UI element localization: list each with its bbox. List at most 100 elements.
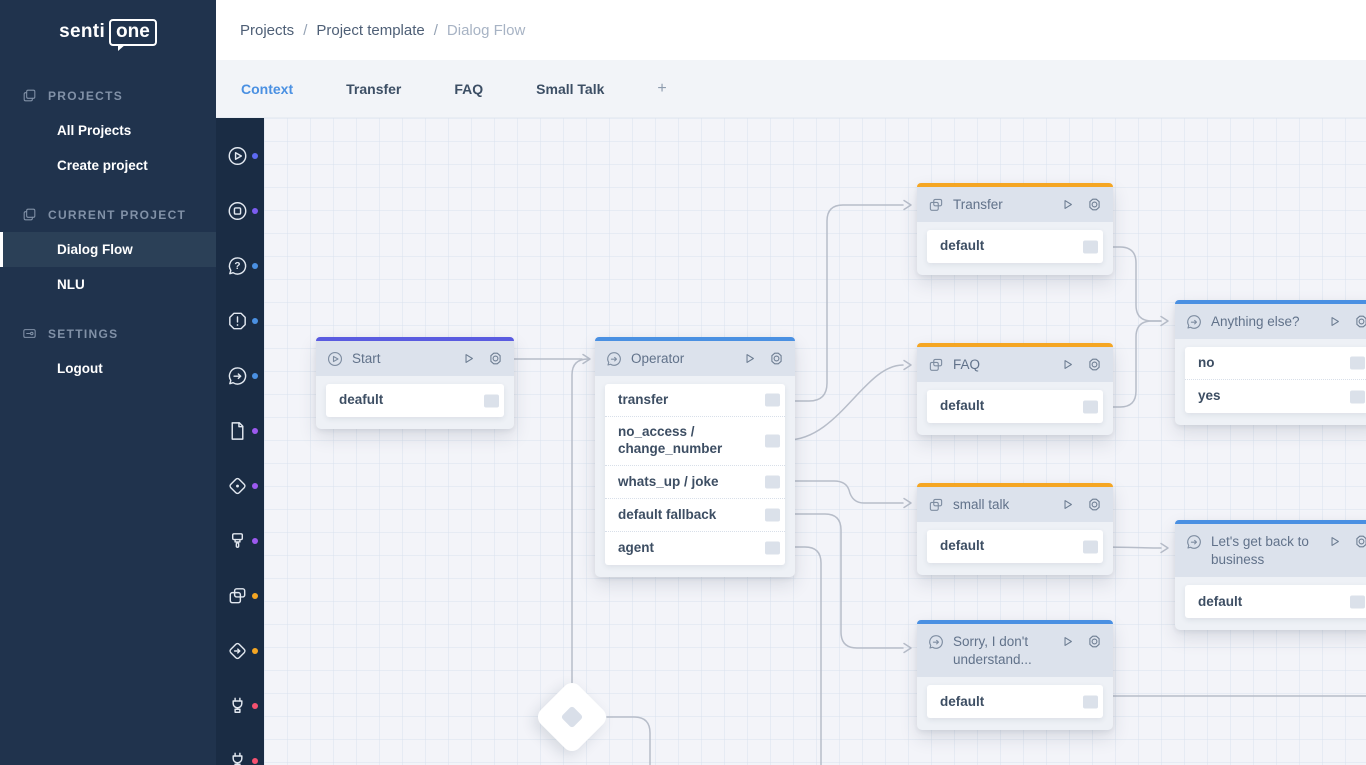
palette-item-plug[interactable]: [216, 678, 264, 733]
breadcrumb-projects[interactable]: Projects: [240, 21, 295, 39]
node-settings-button[interactable]: [1086, 633, 1103, 650]
node-settings-button[interactable]: [1086, 356, 1103, 373]
palette-item-alert-octagon[interactable]: [216, 293, 264, 348]
sidebar-section-settings: SETTINGS Logout: [0, 316, 216, 386]
connector-handle[interactable]: [765, 508, 780, 522]
stop-circle-icon[interactable]: [226, 199, 249, 222]
row-label: default: [940, 693, 985, 709]
projects-icon: [21, 87, 38, 104]
diamond-arrow-icon[interactable]: [226, 639, 249, 662]
node-output-row[interactable]: default: [927, 685, 1103, 718]
node-anything-else[interactable]: Anything else? no yes: [1175, 300, 1366, 426]
sidebar-item-nlu[interactable]: NLU: [57, 277, 85, 292]
run-node-button[interactable]: [460, 350, 477, 367]
node-output-row[interactable]: default: [927, 390, 1103, 423]
tab-faq[interactable]: FAQ: [454, 80, 484, 97]
node-settings-button[interactable]: [487, 350, 504, 367]
palette-item-chat-arrow[interactable]: [216, 348, 264, 403]
sidebar-item-create-project[interactable]: Create project: [57, 158, 148, 173]
connector-handle[interactable]: [484, 394, 499, 408]
run-node-button[interactable]: [1059, 356, 1076, 373]
node-settings-button[interactable]: [768, 350, 785, 367]
node-output-row[interactable]: deafult: [326, 384, 504, 417]
node-operator[interactable]: Operator transfer no_access / change_num…: [595, 337, 795, 577]
paint-brush-icon[interactable]: [226, 529, 249, 552]
palette-item-play-circle[interactable]: [216, 128, 264, 183]
plug-icon[interactable]: [226, 694, 249, 717]
diamond-dot-icon[interactable]: [226, 474, 249, 497]
node-settings-button[interactable]: [1353, 533, 1366, 550]
sidebar-item-all-projects[interactable]: All Projects: [57, 123, 132, 138]
connector-handle[interactable]: [765, 434, 780, 448]
connector-handle[interactable]: [1083, 695, 1098, 709]
stacked-cards-icon: [927, 496, 945, 514]
node-output-row[interactable]: default fallback: [605, 499, 785, 532]
node-faq[interactable]: FAQ default: [917, 343, 1113, 436]
chat-arrow-icon: [927, 633, 945, 651]
node-lets-get-back-to-business[interactable]: Let's get back to business default: [1175, 520, 1366, 631]
add-tab-button[interactable]: +: [657, 79, 667, 97]
palette-item-stop-circle[interactable]: [216, 183, 264, 238]
node-output-row[interactable]: no: [1185, 347, 1366, 381]
node-body: default: [917, 522, 1113, 575]
run-node-button[interactable]: [1059, 633, 1076, 650]
play-circle-icon[interactable]: [226, 144, 249, 167]
palette-item-question-bubble[interactable]: ?: [216, 238, 264, 293]
connector-handle[interactable]: [1350, 390, 1365, 404]
node-settings-button[interactable]: [1086, 196, 1103, 213]
breadcrumb-project-template[interactable]: Project template: [316, 21, 425, 39]
connector-handle[interactable]: [1350, 595, 1365, 609]
node-small-talk[interactable]: small talk default: [917, 483, 1113, 576]
node-output-row[interactable]: default: [927, 230, 1103, 263]
connector-handle[interactable]: [1083, 540, 1098, 554]
run-node-button[interactable]: [1326, 313, 1343, 330]
palette-item-diamond-dot[interactable]: [216, 458, 264, 513]
stacked-cards-icon[interactable]: [226, 584, 249, 607]
sidebar-item-logout[interactable]: Logout: [57, 361, 103, 376]
run-node-button[interactable]: [1059, 496, 1076, 513]
node-output-row[interactable]: transfer: [605, 384, 785, 418]
tab-small-talk[interactable]: Small Talk: [536, 80, 605, 97]
connector-handle[interactable]: [1083, 240, 1098, 254]
flow-canvas[interactable]: Start deafult Operator: [264, 118, 1366, 765]
connector-handle[interactable]: [765, 475, 780, 489]
chat-arrow-icon[interactable]: [226, 364, 249, 387]
connector-handle[interactable]: [1083, 400, 1098, 414]
connector-handle[interactable]: [1350, 356, 1365, 370]
node-output-row[interactable]: whats_up / joke: [605, 466, 785, 499]
row-label: default: [940, 538, 985, 554]
plug-icon[interactable]: [226, 749, 249, 765]
alert-octagon-icon[interactable]: [226, 309, 249, 332]
connector-handle[interactable]: [765, 541, 780, 555]
palette-item-paint-brush[interactable]: [216, 513, 264, 568]
node-output-row[interactable]: no_access / change_number: [605, 417, 785, 466]
row-label: default: [1198, 593, 1243, 609]
tab-transfer[interactable]: Transfer: [346, 80, 402, 97]
question-bubble-icon[interactable]: ?: [226, 254, 249, 277]
node-sorry-i-dont-understand[interactable]: Sorry, I don't understand... default: [917, 620, 1113, 731]
run-node-button[interactable]: [1326, 533, 1343, 550]
node-output-row[interactable]: default: [927, 530, 1103, 563]
settings-icon: [21, 325, 38, 342]
connector-handle[interactable]: [765, 393, 780, 407]
palette-status-dot: [252, 372, 258, 379]
node-settings-button[interactable]: [1086, 496, 1103, 513]
run-node-button[interactable]: [1059, 196, 1076, 213]
palette-item-diamond-arrow[interactable]: [216, 623, 264, 678]
node-output-row[interactable]: default: [1185, 585, 1366, 618]
node-output-row[interactable]: agent: [605, 532, 785, 565]
document-icon[interactable]: [226, 419, 249, 442]
node-title: Anything else?: [1211, 314, 1300, 329]
node-transfer[interactable]: Transfer default: [917, 183, 1113, 276]
node-start[interactable]: Start deafult: [316, 337, 514, 430]
sidebar-section-header: SETTINGS: [0, 316, 216, 351]
node-output-row[interactable]: yes: [1185, 380, 1366, 413]
run-node-button[interactable]: [741, 350, 758, 367]
tab-context[interactable]: Context: [241, 80, 294, 97]
palette-item-stacked-cards[interactable]: [216, 568, 264, 623]
node-settings-button[interactable]: [1353, 313, 1366, 330]
palette-item-plug[interactable]: [216, 733, 264, 765]
node-accent-bar: [917, 343, 1113, 347]
palette-item-document[interactable]: [216, 403, 264, 458]
sidebar-item-dialog-flow[interactable]: Dialog Flow: [0, 232, 216, 267]
